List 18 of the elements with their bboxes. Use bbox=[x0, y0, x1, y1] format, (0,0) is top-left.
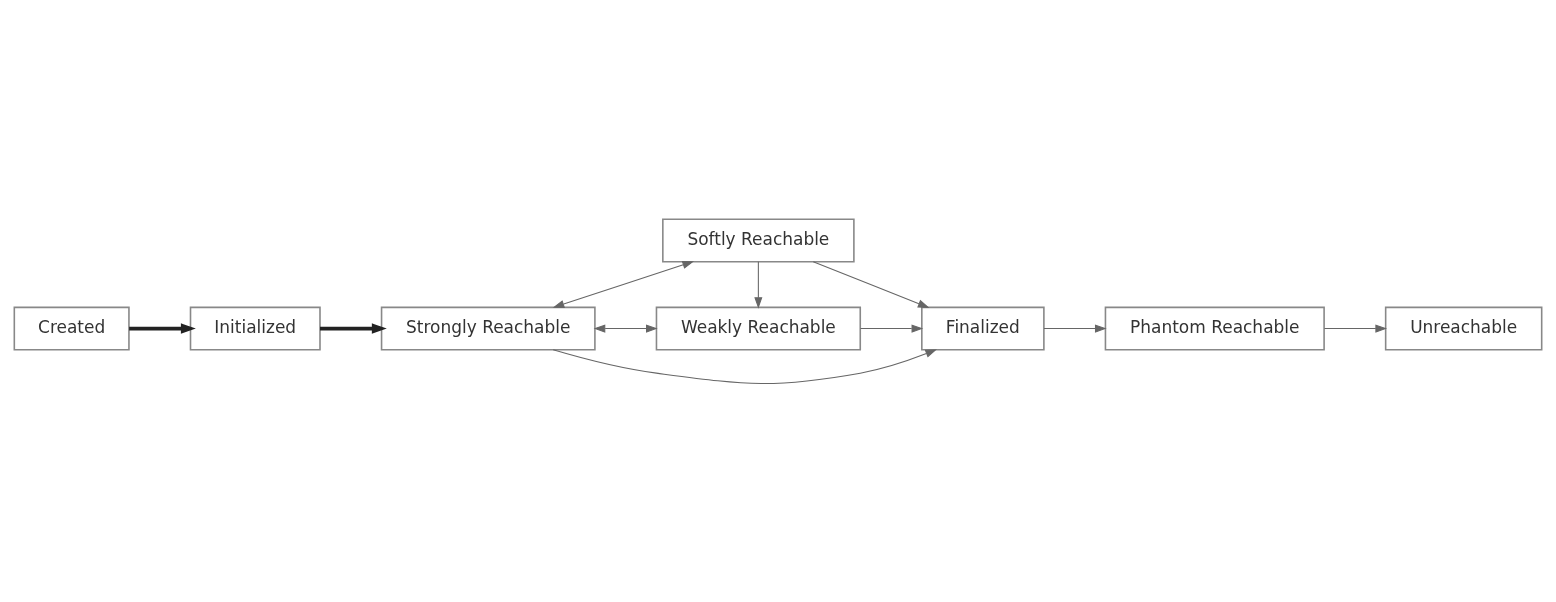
node-box: Strongly Reachable bbox=[380, 306, 596, 351]
arrow bbox=[860, 324, 924, 333]
arrow bbox=[593, 324, 658, 333]
node-box: Weakly Reachable bbox=[655, 306, 862, 351]
arrow bbox=[1323, 324, 1388, 333]
arrow bbox=[812, 260, 930, 308]
arrow bbox=[1043, 324, 1107, 333]
arrow bbox=[552, 348, 938, 384]
node-box: Initialized bbox=[189, 306, 321, 351]
arrow bbox=[552, 260, 695, 308]
node-box: Created bbox=[13, 306, 130, 351]
arrow bbox=[129, 322, 196, 334]
arrow bbox=[754, 260, 763, 309]
node-box: Finalized bbox=[921, 306, 1045, 351]
node-box: Unreachable bbox=[1384, 306, 1543, 351]
node-box: Softly Reachable bbox=[662, 217, 855, 262]
arrow bbox=[320, 322, 387, 334]
node-box: Phantom Reachable bbox=[1104, 306, 1325, 351]
